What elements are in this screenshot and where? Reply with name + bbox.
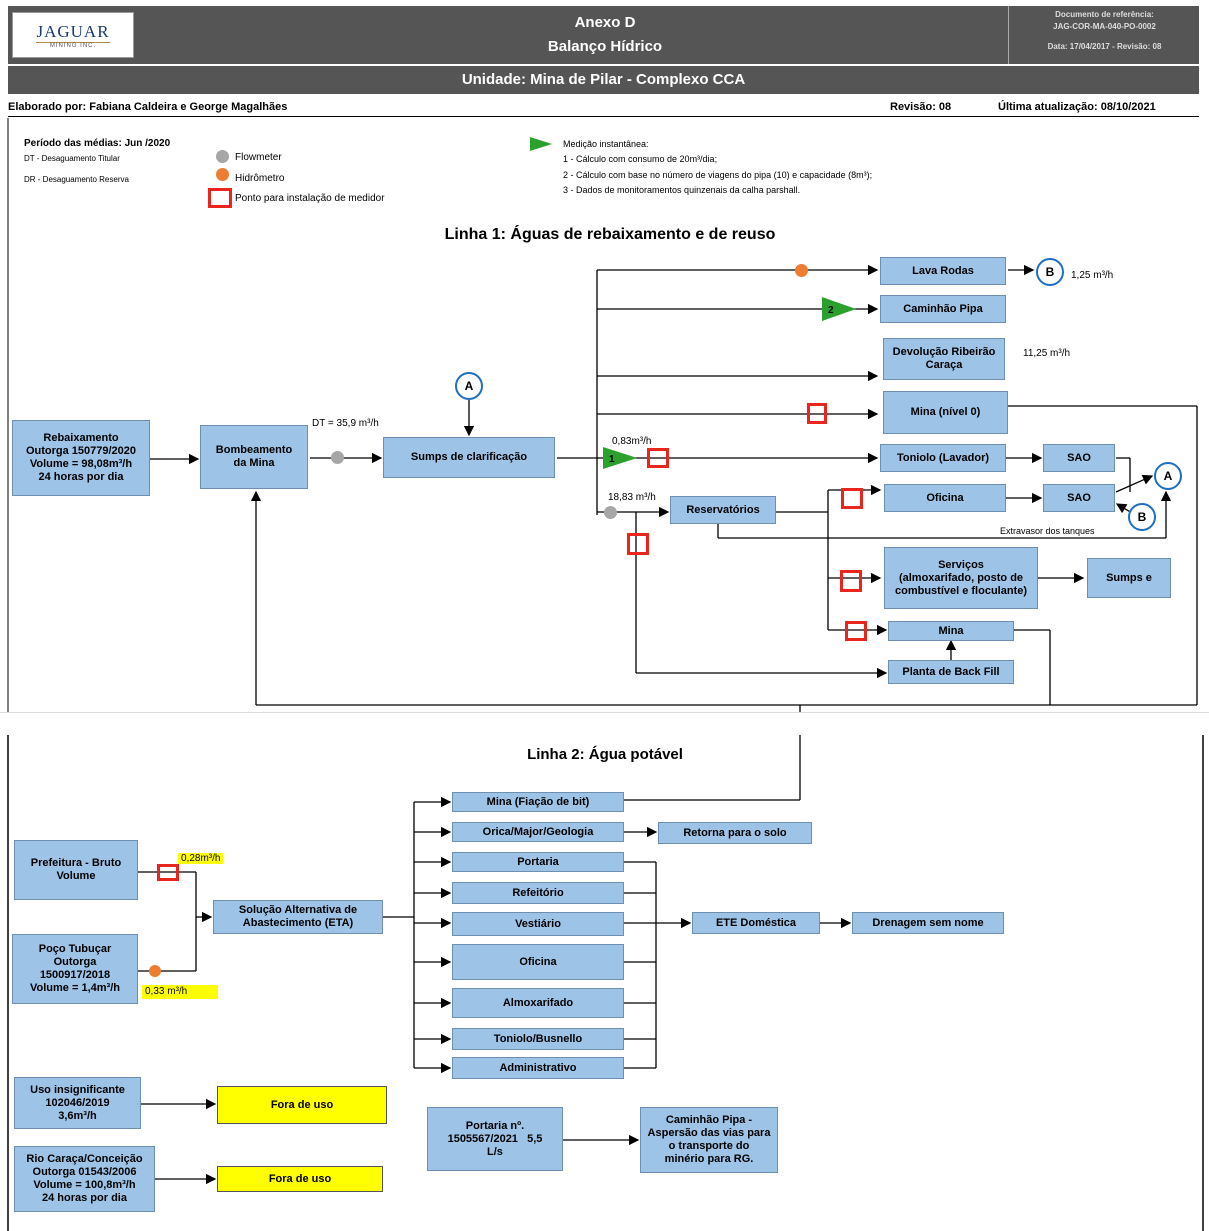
legend-flowmeter: Flowmeter — [235, 152, 282, 163]
unit-bar — [8, 66, 1199, 94]
box-mina: Mina — [888, 621, 1014, 641]
legend-hidrometro: Hidrômetro — [235, 173, 285, 184]
logo-subtext: MINING INC. — [49, 42, 97, 49]
elaborated-by: Elaborado por: Fabiana Caldeira e George… — [8, 101, 288, 113]
box-vestiario: Vestiário — [452, 912, 624, 936]
linha1-title: Linha 1: Águas de rebaixamento e de reus… — [444, 226, 776, 243]
legend-dr: DR - Desaguamento Reserva — [24, 175, 129, 184]
circle-a-right: A — [1154, 462, 1182, 490]
legend-m3: 3 - Dados de monitoramentos quinzenais d… — [563, 185, 801, 195]
legend-dt: DT - Desaguamento Titular — [24, 154, 120, 163]
legend-ponto: Ponto para instalação de medidor — [235, 193, 385, 204]
legend-medicao: Medição instantânea: — [563, 139, 649, 149]
unit-title: Unidade: Mina de Pilar - Complexo CCA — [461, 71, 746, 88]
logo-text: JAGUAR — [36, 21, 110, 43]
legend-m1: 1 - Cálculo com consumo de 20m³/dia; — [563, 154, 718, 164]
logo-box: JAGUAR MINING INC. — [12, 12, 134, 58]
box-reservatorios: Reservatórios — [670, 496, 776, 524]
ponto-medidor-toniolo — [647, 448, 669, 468]
medicao-triangle-2: 2 — [822, 297, 856, 321]
box-sumps-e: Sumps e — [1087, 558, 1171, 598]
header-title-1: Anexo D — [574, 14, 636, 31]
flow-033-label: 0,33 m³/h — [142, 985, 218, 999]
box-oficina-l2: Oficina — [452, 944, 624, 980]
medicao-triangle-icon — [530, 137, 552, 151]
hidrometro-icon — [216, 168, 229, 181]
box-portaria-n: Portaria nº. 1505567/2021 5,5 L/s — [427, 1107, 563, 1171]
lava-flow-label: 1,25 m³/h — [1071, 270, 1114, 281]
devolucao-flow-label: 11,25 m³/h — [1023, 348, 1071, 359]
dt-flow-label: DT = 35,9 m³/h — [312, 418, 379, 429]
flow-1883-label: 18,83 m³/h — [608, 492, 656, 503]
box-fora-uso-2: Fora de uso — [217, 1166, 383, 1192]
ponto-medidor-oficina — [841, 488, 863, 509]
ponto-medidor-mina — [845, 621, 867, 641]
ponto-medidor-reservatorios — [627, 533, 649, 555]
flow-028-label: 0,28m³/h — [178, 853, 224, 864]
box-sao-1: SAO — [1043, 444, 1115, 472]
header-divider — [1008, 6, 1009, 64]
box-sao-2: SAO — [1043, 484, 1115, 512]
ponto-medidor-mina0 — [807, 403, 827, 424]
header-bar — [8, 6, 1199, 64]
circle-b-right: B — [1128, 503, 1156, 531]
flowmeter-reservatorios — [604, 506, 617, 519]
ponto-medidor-icon — [208, 188, 232, 208]
hidrometro-poco — [149, 965, 161, 977]
ref-label: Documento de referência: — [1055, 10, 1154, 19]
box-almoxarifado: Almoxarifado — [452, 988, 624, 1018]
linha2-title: Linha 2: Água potável — [527, 746, 683, 763]
box-oficina-l1: Oficina — [884, 484, 1006, 512]
ref-code: JAG-COR-MA-040-PO-0002 — [1053, 22, 1156, 31]
extravasor-label: Extravasor dos tanques — [1000, 526, 1095, 536]
box-mina-nivel0: Mina (nível 0) — [883, 391, 1008, 434]
section-gap — [0, 712, 1209, 735]
revision: Revisão: 08 — [890, 101, 952, 113]
ponto-medidor-servicos — [840, 570, 862, 592]
box-portaria: Portaria — [452, 852, 624, 872]
header-underline — [8, 116, 1199, 117]
box-orica: Orica/Major/Geologia — [452, 822, 624, 842]
box-refeitorio: Refeitório — [452, 882, 624, 904]
triangle-2-label: 2 — [828, 305, 834, 316]
box-lava-rodas: Lava Rodas — [880, 257, 1006, 285]
box-drenagem: Drenagem sem nome — [852, 912, 1004, 934]
circle-a-top: A — [455, 372, 483, 400]
ref-date: Data: 17/04/2017 - Revisão: 08 — [1047, 42, 1162, 51]
box-retorna-solo: Retorna para o solo — [658, 822, 812, 844]
box-sumps-clarificacao: Sumps de clarificação — [383, 437, 555, 478]
circle-b-top: B — [1036, 258, 1064, 286]
triangle-1-label: 1 — [609, 454, 615, 465]
ponto-medidor-prefeitura — [157, 864, 179, 881]
box-rebaixamento: Rebaixamento Outorga 150779/2020 Volume … — [12, 420, 150, 496]
flow-083-label: 0,83m³/h — [612, 436, 652, 447]
box-caminhao-pipa: Caminhão Pipa — [880, 295, 1006, 323]
box-ete-domestica: ETE Doméstica — [692, 912, 820, 934]
box-toniolo-busnello: Toniolo/Busnello — [452, 1028, 624, 1050]
box-planta-backfill: Planta de Back Fill — [888, 660, 1014, 684]
box-fora-uso-1: Fora de uso — [217, 1086, 387, 1124]
last-updated: Última atualização: 08/10/2021 — [998, 101, 1156, 113]
legend-period: Período das médias: Jun /2020 — [24, 138, 171, 149]
hidrometro-lava — [795, 264, 808, 277]
box-mina-fiacao: Mina (Fiação de bit) — [452, 792, 624, 812]
box-toniolo-lavador: Toniolo (Lavador) — [880, 444, 1006, 472]
flowmeter-dt — [331, 451, 344, 464]
legend-m2: 2 - Cálculo com base no número de viagen… — [563, 170, 873, 180]
flowmeter-icon — [216, 150, 229, 163]
box-administrativo: Administrativo — [452, 1057, 624, 1079]
header-title-2: Balanço Hídrico — [547, 38, 663, 55]
medicao-triangle-1: 1 — [603, 447, 637, 469]
